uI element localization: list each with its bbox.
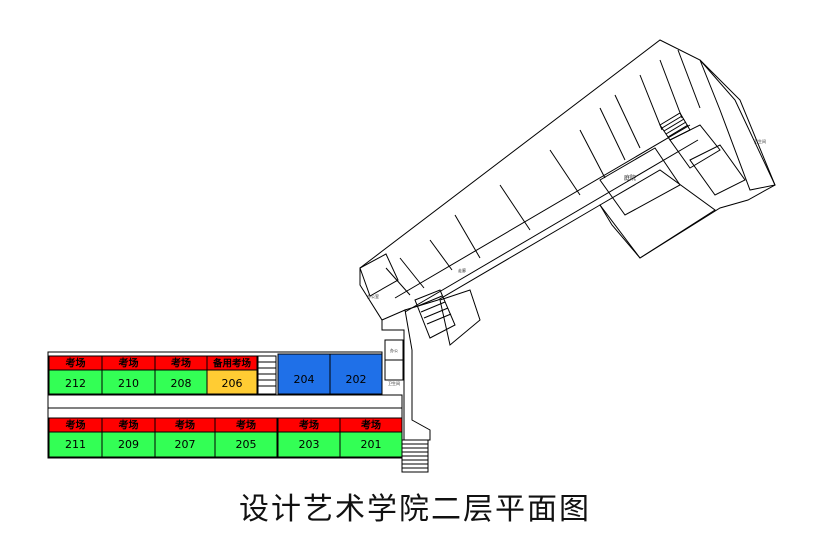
room-205[interactable]: 考场 205: [214, 417, 278, 458]
room-207-tag: 考场: [175, 419, 195, 432]
room-210-number: 210: [118, 377, 139, 390]
stairs-junction: [414, 289, 456, 339]
room-201-number: 201: [361, 438, 382, 451]
room-201[interactable]: 考场 201: [339, 417, 403, 458]
courtyard-label: 庭院: [624, 174, 636, 182]
room-204-number: 204: [294, 373, 315, 386]
connector-room-label: 办公: [390, 347, 398, 353]
room-207[interactable]: 考场 207: [154, 417, 216, 458]
page-title: 设计艺术学院二层平面图: [239, 492, 591, 527]
room-211-tag: 考场: [66, 419, 86, 432]
room-206-tag: 备用考场: [212, 358, 252, 370]
stairs-upper: [659, 112, 691, 141]
corridor: [47, 394, 403, 409]
room-208[interactable]: 考场 208: [154, 355, 208, 395]
room-203-number: 203: [299, 438, 320, 451]
end-room-label: 卫生间: [754, 138, 766, 144]
room-209-tag: 考场: [119, 419, 139, 432]
room-206[interactable]: 备用考场 206: [206, 355, 258, 395]
room-202-number: 202: [346, 373, 367, 386]
room-212-number: 212: [65, 377, 86, 390]
room-203[interactable]: 考场 203: [277, 417, 341, 458]
room-208-tag: 考场: [171, 357, 191, 370]
connector: [381, 309, 431, 473]
room-212[interactable]: 考场 212: [48, 355, 103, 395]
room-208-number: 208: [171, 377, 192, 390]
side-room-label: 办公室: [367, 293, 379, 299]
room-207-number: 207: [175, 438, 196, 451]
stairs-bottom: [401, 439, 429, 473]
horizontal-wing: [47, 351, 403, 459]
small-room-label: 卫生间: [388, 380, 400, 386]
room-201-tag: 考场: [361, 419, 381, 432]
corridor-line-upper: [394, 124, 691, 299]
room-212-tag: 考场: [66, 357, 86, 370]
room-205-number: 205: [236, 438, 257, 451]
room-203-tag: 考场: [299, 419, 319, 432]
wing-outer-wall: [359, 39, 776, 321]
corridor-line-lower: [404, 139, 699, 313]
room-210-tag: 考场: [119, 357, 139, 370]
room-205-tag: 考场: [236, 419, 256, 432]
room-204[interactable]: 204: [277, 353, 331, 395]
room-211-number: 211: [65, 438, 86, 451]
top-row: 考场 212 考场 210 考场 208 备用考场 206 204: [48, 353, 383, 395]
corridor-label: 走廊: [458, 267, 466, 273]
room-209-number: 209: [118, 438, 139, 451]
room-202[interactable]: 202: [329, 353, 383, 395]
room-210[interactable]: 考场 210: [101, 355, 156, 395]
bottom-row: 考场 211 考场 209 考场 207 考场 205 考场 203: [48, 417, 403, 458]
room-209[interactable]: 考场 209: [101, 417, 156, 458]
diagonal-wing: [359, 39, 776, 346]
room-206-number: 206: [222, 377, 243, 390]
room-211[interactable]: 考场 211: [48, 417, 103, 458]
stairs-mid: [257, 355, 277, 395]
